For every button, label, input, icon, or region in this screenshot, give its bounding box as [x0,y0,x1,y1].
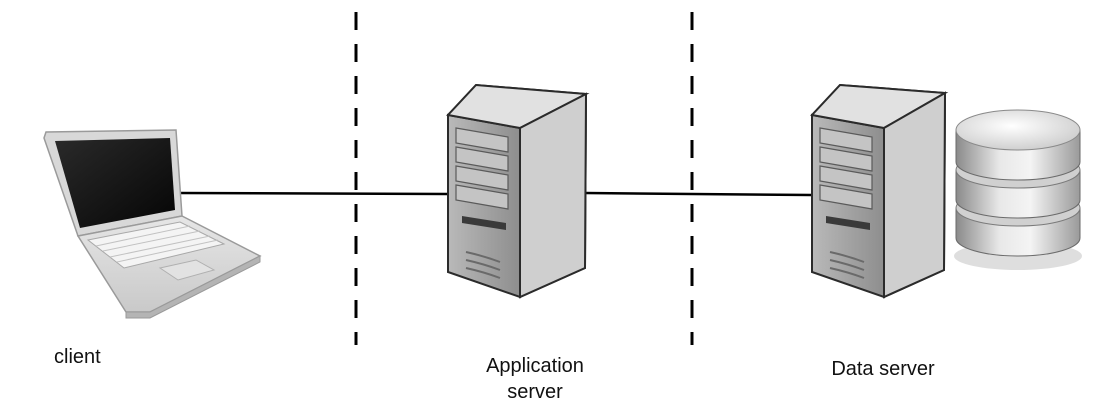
data-server-icon [810,83,949,299]
tier-boundaries [354,12,694,345]
application-server-label-line-2: server [507,381,563,403]
application-server-icon [446,83,590,299]
database-icon [954,109,1082,270]
client-label: client [54,346,101,368]
laptop-icon [43,129,262,319]
edge-client-app [177,191,448,196]
application-server-label-line-1: Application [486,355,584,377]
data-server-label: Data server [831,358,935,380]
connections [177,191,812,197]
edge-app-data [584,191,812,197]
application-server-label: Application server [460,353,610,405]
